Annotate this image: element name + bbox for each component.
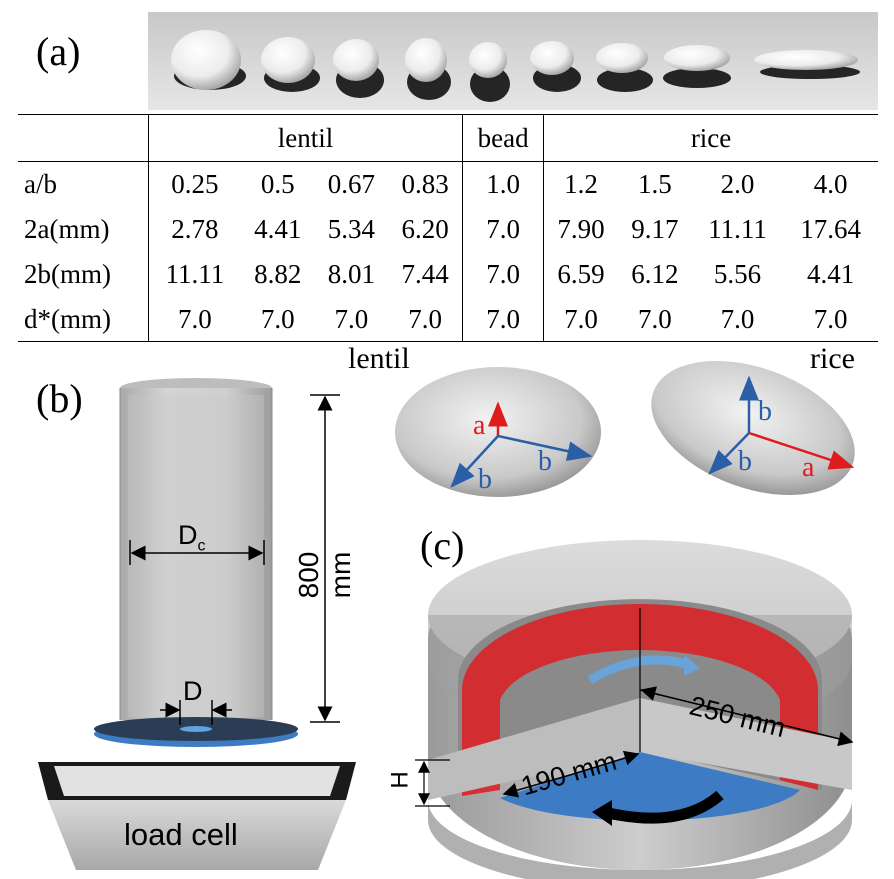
row-label: 2b(mm) xyxy=(18,252,149,297)
cell: 7.0 xyxy=(637,304,672,334)
shear-band xyxy=(462,604,818,796)
lentil-sketch xyxy=(395,367,601,497)
cell: 5.56 xyxy=(713,259,762,289)
silo-base-plate xyxy=(94,717,298,747)
lentil-label-a: a xyxy=(473,410,486,441)
rice-label-b2: b xyxy=(738,446,752,477)
rice-sketch xyxy=(651,360,855,496)
lentil-label-b2: b xyxy=(538,446,552,477)
cell: 4.41 xyxy=(807,259,855,289)
lentil-title: lentil xyxy=(348,342,410,375)
parameter-table: lentil bead rice a/b 0.25 0.5 0.67 0.83 … xyxy=(18,115,878,342)
cell: 7.0 xyxy=(564,304,598,334)
row-label: d*(mm) xyxy=(18,297,149,342)
cell: 7.0 xyxy=(388,297,464,342)
rice-label-a: a xyxy=(802,452,815,483)
cell: 6.20 xyxy=(388,207,464,252)
table-top-rule xyxy=(18,114,878,115)
cell: 0.67 xyxy=(327,169,375,199)
cell: 17.64 xyxy=(800,214,861,244)
cell: 7.90 xyxy=(557,214,605,244)
row-label: a/b xyxy=(18,161,149,207)
load-cell-label: load cell xyxy=(124,817,238,852)
load-cell xyxy=(38,762,356,870)
cell: 0.5 xyxy=(260,169,295,199)
cell: 1.5 xyxy=(637,169,672,199)
table-row: d*(mm) 7.0 7.0 7.0 7.0 7.0 7.0 7.0 7.0 7… xyxy=(18,297,878,342)
cell: 8.01 xyxy=(327,259,375,289)
row-label: 2a(mm) xyxy=(18,207,149,252)
d-orifice-dimension xyxy=(160,700,232,725)
cell: 7.0 xyxy=(334,304,369,334)
cell: 0.83 xyxy=(388,161,464,207)
rice-axis-b2 xyxy=(708,432,750,475)
group-rice: rice xyxy=(543,115,878,162)
height-h-label: H xyxy=(386,771,414,789)
cell: 7.0 xyxy=(813,304,848,334)
cell: 0.25 xyxy=(171,169,219,199)
cell: 4.0 xyxy=(813,169,848,199)
cell: 8.82 xyxy=(254,259,302,289)
rotation-arrow-base xyxy=(602,790,724,824)
cell: 7.0 xyxy=(178,304,212,334)
cell: 7.0 xyxy=(260,304,295,334)
table-row: a/b 0.25 0.5 0.67 0.83 1.0 1.2 1.5 2.0 4… xyxy=(18,161,878,207)
cell: 1.0 xyxy=(462,161,545,207)
cell: 6.12 xyxy=(631,259,679,289)
cell: 7.0 xyxy=(462,297,545,342)
dc-label: Dc xyxy=(178,520,206,555)
lentil-axis-b1 xyxy=(450,435,499,488)
panel-c-label: (c) xyxy=(420,523,465,568)
cell: 6.59 xyxy=(557,259,605,289)
rice-axis-a xyxy=(748,431,855,470)
height-label: 800 mm xyxy=(293,551,356,599)
table-row: 2b(mm) 11.11 8.82 8.01 7.44 7.0 6.59 6.1… xyxy=(18,252,878,297)
cell: 11.11 xyxy=(708,214,767,244)
cell: 7.0 xyxy=(462,207,545,252)
dc-dimension xyxy=(129,540,265,565)
cell: 7.0 xyxy=(462,252,545,297)
lentil-label-b1: b xyxy=(478,464,492,495)
table-header-row: lentil bead rice xyxy=(18,115,878,162)
cell: 4.41 xyxy=(254,214,302,244)
cell: 9.17 xyxy=(631,214,679,244)
cell: 2.0 xyxy=(720,169,755,199)
cell: 7.0 xyxy=(720,304,755,334)
group-bead: bead xyxy=(462,115,545,162)
cell: 7.44 xyxy=(388,252,464,297)
grain-photo xyxy=(148,12,878,110)
cell: 2.78 xyxy=(171,214,219,244)
table-row: 2a(mm) 2.78 4.41 5.34 6.20 7.0 7.90 9.17… xyxy=(18,207,878,252)
shear-cell xyxy=(415,540,854,879)
dc-subscript: c xyxy=(197,537,206,555)
rice-label-b1: b xyxy=(758,396,772,427)
rotating-base xyxy=(500,752,800,821)
panel-a-label: (a) xyxy=(36,29,81,74)
dc-symbol: D xyxy=(178,520,198,550)
rice-title: rice xyxy=(810,342,855,375)
height-dimension xyxy=(310,394,340,723)
cell: 11.11 xyxy=(165,259,225,289)
cell: 5.34 xyxy=(327,214,375,244)
group-lentil: lentil xyxy=(148,115,464,162)
panel-b-label: (b) xyxy=(36,376,83,421)
d-label: D xyxy=(183,676,203,706)
table-bottom-rule xyxy=(18,341,878,342)
lentil-axis-b2 xyxy=(497,434,593,461)
cell: 1.2 xyxy=(564,169,598,199)
